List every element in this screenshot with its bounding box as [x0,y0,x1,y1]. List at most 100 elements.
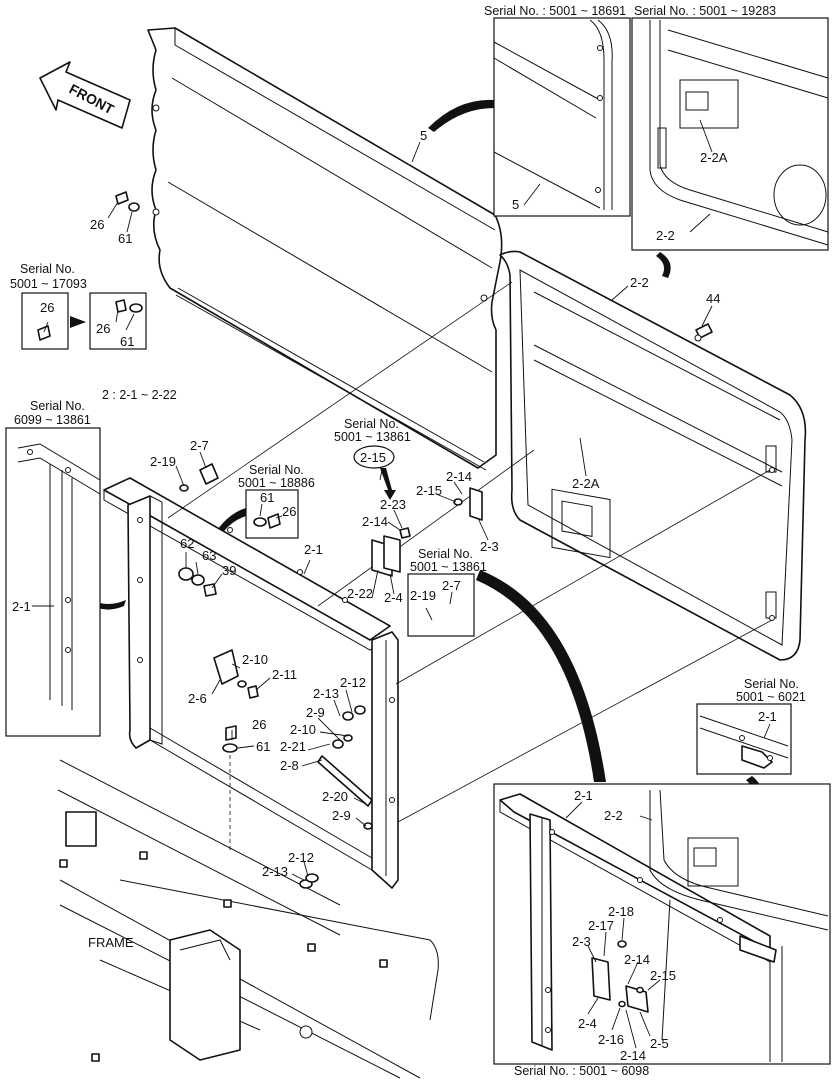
guide-line-4 [397,619,773,823]
label-2-14-i2: 2-14 [620,1048,646,1063]
serial-note-e-1: Serial No. [249,463,304,477]
callout-circle-2-15 [353,445,395,469]
label-2-13-a: 2-13 [313,686,339,701]
label-2-1-main: 2-1 [304,542,323,557]
label-61-new: 61 [120,334,134,349]
label-2-12-b: 2-12 [288,850,314,865]
label-2-23: 2-23 [380,497,406,512]
label-2-15: 2-15 [416,483,442,498]
label-2-14-i: 2-14 [624,952,650,967]
label-2-13-b: 2-13 [262,864,288,879]
serial-note-d-1: Serial No. [30,399,85,413]
label-61-e: 61 [260,490,274,505]
label-26-e: 26 [282,504,296,519]
frame-label: FRAME [88,935,134,950]
frame-2-1 [103,477,399,889]
label-2-1-h: 2-1 [758,709,777,724]
arrow-2-15 [380,468,396,500]
label-2-15-i: 2-15 [650,968,676,983]
frame-chassis [57,759,439,1079]
label-2-1-i: 2-1 [574,788,593,803]
label-2-1-left: 2-1 [12,599,31,614]
label-26-b: 26 [252,717,266,732]
label-5-inset: 5 [512,197,519,212]
bolt-26-61-a [115,191,140,212]
label-2-2-inset: 2-2 [656,228,675,243]
label-2-9-b: 2-9 [332,808,351,823]
serial-note-f-2: 5001 ~ 13861 [334,430,411,444]
label-2-6: 2-6 [188,691,207,706]
door-2-2 [499,250,807,661]
serial-note-i: Serial No. : 5001 ~ 6098 [514,1064,649,1078]
serial-note-c-2: 5001 ~ 17093 [10,277,87,291]
guide-line-2 [317,449,535,607]
callout-arrow-2-2 [656,252,671,278]
label-2-10-a: 2-10 [242,652,268,667]
serial-box-e [245,489,299,539]
label-2-5: 2-5 [650,1036,669,1051]
bolt-44 [694,323,713,342]
label-2-7: 2-7 [190,438,209,453]
label-61-a: 61 [118,231,132,246]
label-2-15-circle: 2-15 [360,450,386,465]
label-2-19-b: 2-19 [410,588,436,603]
label-2-19: 2-19 [150,454,176,469]
callout-arrow-2-19 [476,570,606,782]
callout-arrow-2-1-left [98,600,126,610]
label-2-8: 2-8 [280,758,299,773]
serial-note-b: Serial No. : 5001 ~ 19283 [634,4,776,18]
label-2-18: 2-18 [608,904,634,919]
label-2-2: 2-2 [630,275,649,290]
label-2-10-b: 2-10 [290,722,316,737]
label-2-14-b: 2-14 [446,469,472,484]
label-2-2A-inset: 2-2A [700,150,728,165]
callout-labels: 5 5 2-2A 2-2 2-2 44 2-2A 26 61 26 26 61 … [12,128,777,1063]
label-2-2A: 2-2A [572,476,600,491]
label-2-17: 2-17 [588,918,614,933]
label-2-21: 2-21 [280,739,306,754]
label-2-3-i: 2-3 [572,934,591,949]
front-arrow: FRONT [39,61,131,129]
serial-note-d-2: 6099 ~ 13861 [14,413,91,427]
label-2-20: 2-20 [322,789,348,804]
label-44: 44 [706,291,720,306]
inset-2-1-h [696,703,792,775]
label-2-7-b: 2-7 [442,578,461,593]
label-26-old: 26 [40,300,54,315]
label-26-a: 26 [90,217,104,232]
serial-note-g-1: Serial No. [418,547,473,561]
label-2-9-a: 2-9 [306,705,325,720]
label-2-2-i: 2-2 [604,808,623,823]
guide-line-3 [395,469,771,685]
label-2-4: 2-4 [384,590,403,605]
label-2-14-a: 2-14 [362,514,388,529]
label-62: 62 [180,536,194,551]
label-2-22: 2-22 [347,586,373,601]
serial-note-e-2: 5001 ~ 18886 [238,476,315,490]
inset-5-serial [493,17,631,217]
serial-box-c [21,292,147,350]
label-2-3: 2-3 [480,539,499,554]
serial-note-h-1: Serial No. [744,677,799,691]
group-note: 2 : 2-1 ~ 2-22 [102,388,177,402]
label-63: 63 [202,548,216,563]
label-61-b: 61 [256,739,270,754]
callout-arrow-5 [428,99,494,132]
label-2-11: 2-11 [272,667,297,682]
inset-2-1-left [5,427,101,737]
label-26-new: 26 [96,321,110,336]
serial-note-g-2: 5001 ~ 13861 [410,560,487,574]
panel-5 [147,27,503,471]
label-39: 39 [222,563,236,578]
inset-2-2-serial [631,17,829,251]
serial-note-f-1: Serial No. [344,417,399,431]
serial-note-a: Serial No. : 5001 ~ 18691 [484,4,626,18]
label-2-12-a: 2-12 [340,675,366,690]
label-2-16: 2-16 [598,1032,624,1047]
serial-note-c-1: Serial No. [20,262,75,276]
guide-line-1 [167,281,513,519]
label-2-4-i: 2-4 [578,1016,597,1031]
leader-lines [32,119,771,1049]
label-5: 5 [420,128,427,143]
